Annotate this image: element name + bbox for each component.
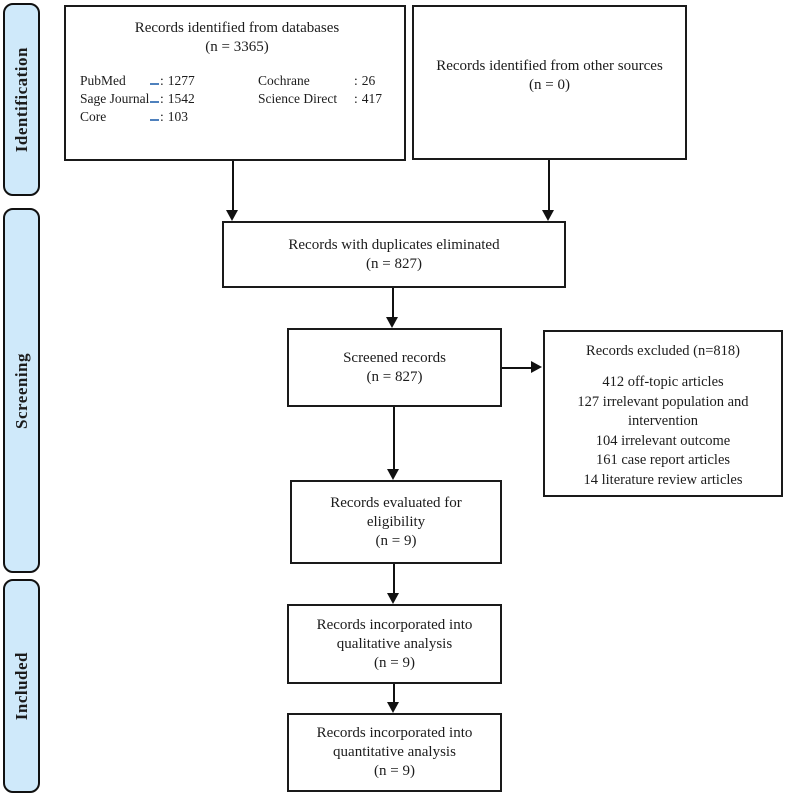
arrow-duplicates-to-screened — [392, 288, 394, 318]
source-colon: : — [160, 73, 164, 88]
eligibility-line1: Records evaluated for — [330, 494, 462, 511]
qualitative-line1: Records incorporated into — [316, 616, 473, 633]
tab-marker-icon — [150, 74, 159, 85]
excluded-reason: 412 off-topic articles — [602, 374, 724, 390]
arrowhead-right-icon — [531, 361, 542, 373]
stage-included: Included — [3, 579, 40, 793]
source-value: 417 — [361, 91, 383, 106]
source-row-core: Core : 103 — [80, 108, 258, 126]
source-name: Science Direct — [258, 91, 338, 106]
stage-included-label: Included — [11, 651, 31, 721]
source-value: 26 — [361, 73, 376, 88]
other-sources-title: Records identified from other sources — [436, 57, 663, 74]
arrow-qualitative-to-quantitative — [393, 684, 395, 703]
source-name: Cochrane — [258, 73, 310, 88]
box-records-other-sources: Records identified from other sources (n… — [412, 5, 687, 160]
source-row-pubmed: PubMed : 1277 — [80, 72, 258, 90]
eligibility-line2: eligibility — [366, 513, 426, 530]
databases-title: Records identified from databases — [134, 20, 340, 36]
arrowhead-down-icon — [226, 210, 238, 221]
arrow-databases-to-duplicates — [232, 161, 234, 211]
databases-count: (n = 3365) — [205, 39, 269, 55]
source-row-sage-journal: Sage Journal : 1542 — [80, 90, 258, 108]
quantitative-count: (n = 9) — [374, 763, 415, 779]
quantitative-line1: Records incorporated into — [316, 725, 473, 741]
arrowhead-down-icon — [387, 702, 399, 713]
arrow-other-sources-to-duplicates — [548, 160, 550, 211]
stage-screening-label: Screening — [11, 352, 31, 429]
tab-marker-icon — [150, 110, 159, 121]
stage-identification: Identification — [3, 3, 40, 196]
source-row-cochrane: Cochrane : 26 — [258, 72, 394, 90]
screened-count: (n = 827) — [366, 368, 423, 385]
box-records-excluded: Records excluded (n=818) 412 off-topic a… — [543, 330, 783, 497]
eligibility-count: (n = 9) — [375, 532, 417, 549]
source-name: Sage Journal — [80, 91, 150, 106]
box-duplicates-eliminated: Records with duplicates eliminated (n = … — [222, 221, 566, 288]
box-records-databases: Records identified from databases (n = 3… — [64, 5, 406, 161]
arrow-eligibility-to-qualitative — [393, 564, 395, 594]
excluded-reason: 127 irrelevant population and interventi… — [577, 393, 749, 430]
stage-screening: Screening — [3, 208, 40, 573]
box-qualitative-analysis: Records incorporated into qualitative an… — [287, 604, 502, 684]
duplicates-title: Records with duplicates eliminated — [288, 236, 500, 253]
source-colon: : — [160, 109, 164, 124]
source-row-science-direct: Science Direct : 417 — [258, 90, 394, 108]
excluded-reason: 14 literature review articles — [583, 471, 743, 488]
quantitative-line2: quantitative analysis — [333, 744, 456, 760]
arrowhead-down-icon — [387, 469, 399, 480]
source-name: PubMed — [80, 73, 126, 88]
screened-title: Screened records — [343, 349, 446, 366]
databases-source-column-right: Cochrane : 26 Science Direct : 417 — [258, 72, 394, 126]
databases-source-column-left: PubMed : 1277 Sage Journal : 1542 Core :… — [80, 72, 258, 126]
stage-identification-label: Identification — [11, 46, 31, 153]
source-colon: : — [354, 91, 358, 106]
box-screened-records: Screened records (n = 827) — [287, 328, 502, 407]
excluded-title: Records excluded (n=818) — [586, 343, 740, 359]
arrowhead-down-icon — [542, 210, 554, 221]
source-name: Core — [80, 109, 107, 124]
arrowhead-down-icon — [386, 317, 398, 328]
arrow-screened-to-excluded — [502, 367, 533, 369]
source-value: 1277 — [167, 73, 195, 88]
source-colon: : — [354, 73, 358, 88]
duplicates-count: (n = 827) — [366, 255, 422, 272]
other-sources-count: (n = 0) — [529, 76, 570, 93]
databases-source-list: PubMed : 1277 Sage Journal : 1542 Core :… — [80, 72, 394, 126]
source-value: 103 — [167, 109, 189, 124]
box-eligibility: Records evaluated for eligibility (n = 9… — [290, 480, 502, 564]
arrowhead-down-icon — [387, 593, 399, 604]
source-value: 1542 — [167, 91, 195, 106]
tab-marker-icon — [150, 92, 159, 103]
qualitative-count: (n = 9) — [374, 654, 415, 671]
box-quantitative-analysis: Records incorporated into quantitative a… — [287, 713, 502, 792]
excluded-reason-list: 412 off-topic articles 127 irrelevant po… — [550, 373, 776, 490]
qualitative-line2: qualitative analysis — [336, 635, 453, 652]
source-colon: : — [160, 91, 164, 106]
excluded-reason: 104 irrelevant outcome — [595, 432, 731, 449]
arrow-screened-to-eligibility — [393, 407, 395, 470]
excluded-reason: 161 case report articles — [595, 452, 731, 468]
